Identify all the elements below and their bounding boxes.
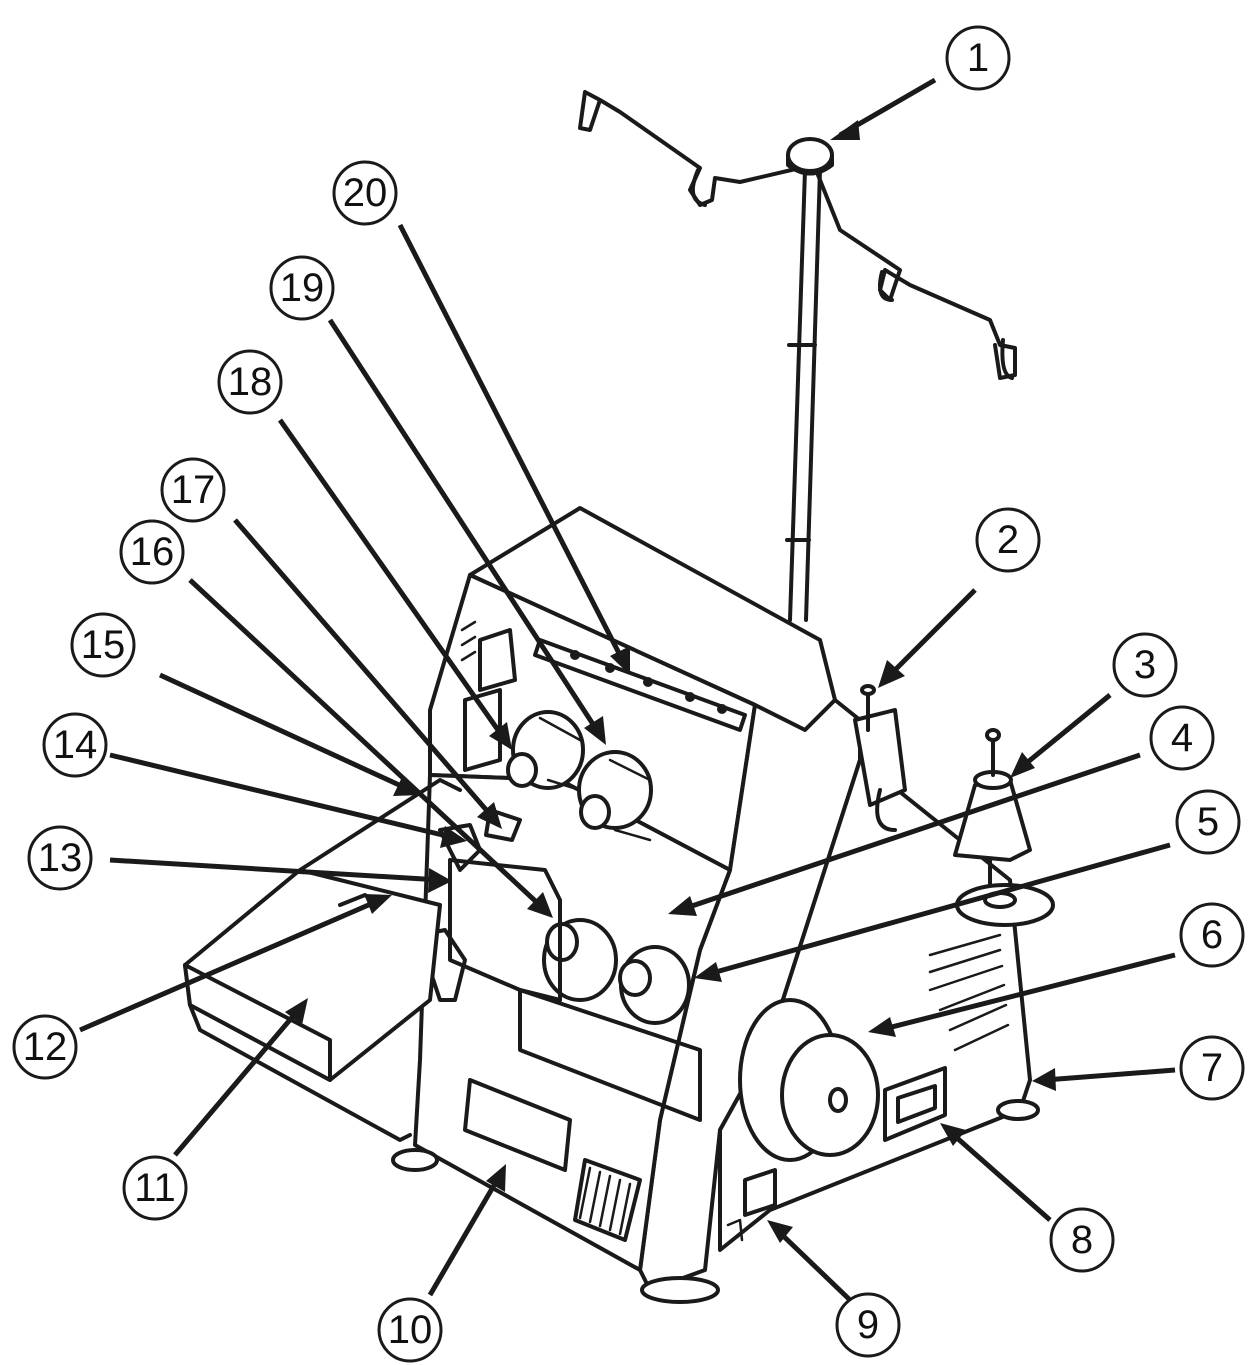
leader-20 xyxy=(397,223,630,675)
callout-16: 16 xyxy=(119,519,185,585)
leader-lines xyxy=(79,77,1176,1302)
leader-12 xyxy=(79,894,392,1033)
callout-label: 2 xyxy=(997,518,1019,562)
callout-8: 8 xyxy=(1049,1207,1115,1273)
leader-6 xyxy=(868,952,1176,1037)
callout-label: 13 xyxy=(38,836,83,880)
callout-19: 19 xyxy=(269,255,335,321)
callout-label: 14 xyxy=(53,723,98,767)
callout-label: 20 xyxy=(343,171,388,215)
callout-label: 15 xyxy=(81,623,126,667)
machine-feet xyxy=(391,1099,1040,1304)
callout-18: 18 xyxy=(217,349,283,415)
callout-20: 20 xyxy=(332,160,398,226)
callout-label: 10 xyxy=(388,1308,433,1352)
leader-11 xyxy=(173,998,308,1157)
callout-12: 12 xyxy=(12,1014,78,1080)
callout-label: 9 xyxy=(857,1303,879,1347)
callout-17: 17 xyxy=(160,457,226,523)
callout-label: 18 xyxy=(228,360,273,404)
callout-9: 9 xyxy=(835,1292,901,1358)
leader-10 xyxy=(427,1164,506,1297)
callout-label: 11 xyxy=(134,1166,176,1210)
callout-label: 16 xyxy=(130,530,175,574)
leader-14 xyxy=(109,752,467,848)
callout-label: 17 xyxy=(171,468,216,512)
leader-9 xyxy=(767,1220,852,1302)
leader-7 xyxy=(1032,1067,1176,1091)
handwheel xyxy=(738,998,880,1162)
callout-13: 13 xyxy=(27,825,93,891)
leader-16 xyxy=(188,578,553,918)
callout-label: 7 xyxy=(1201,1046,1223,1090)
callout-5: 5 xyxy=(1175,789,1241,855)
callout-6: 6 xyxy=(1179,902,1245,968)
callout-15: 15 xyxy=(70,612,136,678)
leader-1 xyxy=(830,77,937,140)
leader-18 xyxy=(277,418,512,750)
side-vents xyxy=(928,933,1010,1052)
upper-tension-dials xyxy=(506,710,653,842)
callout-7: 7 xyxy=(1179,1035,1245,1101)
leader-5 xyxy=(694,842,1171,982)
front-grille xyxy=(573,1158,642,1242)
power-switch xyxy=(883,1066,947,1142)
leader-2 xyxy=(878,588,977,688)
callout-10: 10 xyxy=(377,1297,443,1363)
callout-label: 8 xyxy=(1071,1218,1093,1262)
callout-3: 3 xyxy=(1112,632,1178,698)
thread-stand xyxy=(578,90,1017,622)
callout-11: 11 xyxy=(122,1155,188,1221)
callout-markers: 1 2 3 4 5 6 7 8 9 10 11 12 13 14 15 16 1… xyxy=(12,25,1245,1363)
callout-label: 12 xyxy=(23,1025,68,1069)
callout-1: 1 xyxy=(945,25,1011,91)
leader-4 xyxy=(668,752,1141,916)
callout-label: 5 xyxy=(1197,800,1219,844)
callout-label: 1 xyxy=(967,36,989,80)
spool-cone-right xyxy=(953,728,1055,927)
callout-4: 4 xyxy=(1149,705,1215,771)
callout-label: 6 xyxy=(1201,913,1223,957)
leader-13 xyxy=(109,857,452,893)
callout-label: 3 xyxy=(1134,643,1156,687)
callout-14: 14 xyxy=(42,712,108,778)
callout-2: 2 xyxy=(975,507,1041,573)
power-socket xyxy=(726,1168,777,1242)
spool-pin-left xyxy=(853,684,907,832)
callout-label: 4 xyxy=(1171,716,1193,760)
leader-17 xyxy=(233,518,502,829)
leader-19 xyxy=(327,318,606,745)
thread-guide-bar xyxy=(533,638,747,732)
leader-3 xyxy=(1010,693,1112,778)
callout-label: 19 xyxy=(280,266,325,310)
leader-8 xyxy=(940,1123,1052,1222)
front-cover xyxy=(448,858,702,1242)
